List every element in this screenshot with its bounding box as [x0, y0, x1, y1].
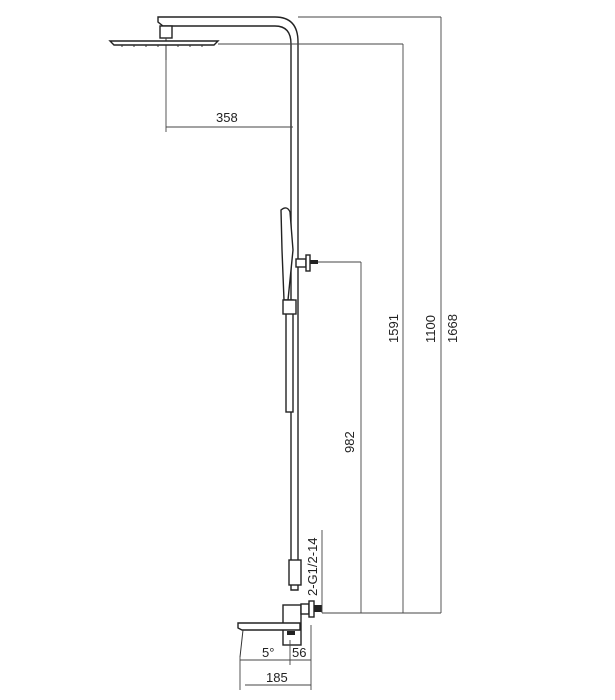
slide-rail — [285, 299, 294, 413]
label-358: 358 — [216, 110, 238, 125]
label-thread: 2-G1/2-14 — [305, 537, 320, 596]
slider-holder — [282, 299, 297, 315]
shower-head — [108, 40, 220, 46]
label-56: 56 — [292, 645, 306, 660]
label-185: 185 — [266, 670, 288, 685]
spout — [237, 622, 301, 631]
label-1668: 1668 — [445, 314, 460, 343]
label-1100: 1100 — [423, 315, 438, 343]
label-angle: 5° — [262, 645, 274, 660]
hose-connector — [295, 258, 307, 268]
dimension-labels: 358 982 1591 1100 1668 2-G1/2-14 5° 56 1… — [216, 110, 460, 685]
head-connector — [159, 25, 173, 39]
label-982: 982 — [342, 431, 357, 453]
shower-column — [108, 16, 322, 658]
dimension-lines — [165, 16, 442, 690]
label-1591: 1591 — [386, 314, 401, 343]
